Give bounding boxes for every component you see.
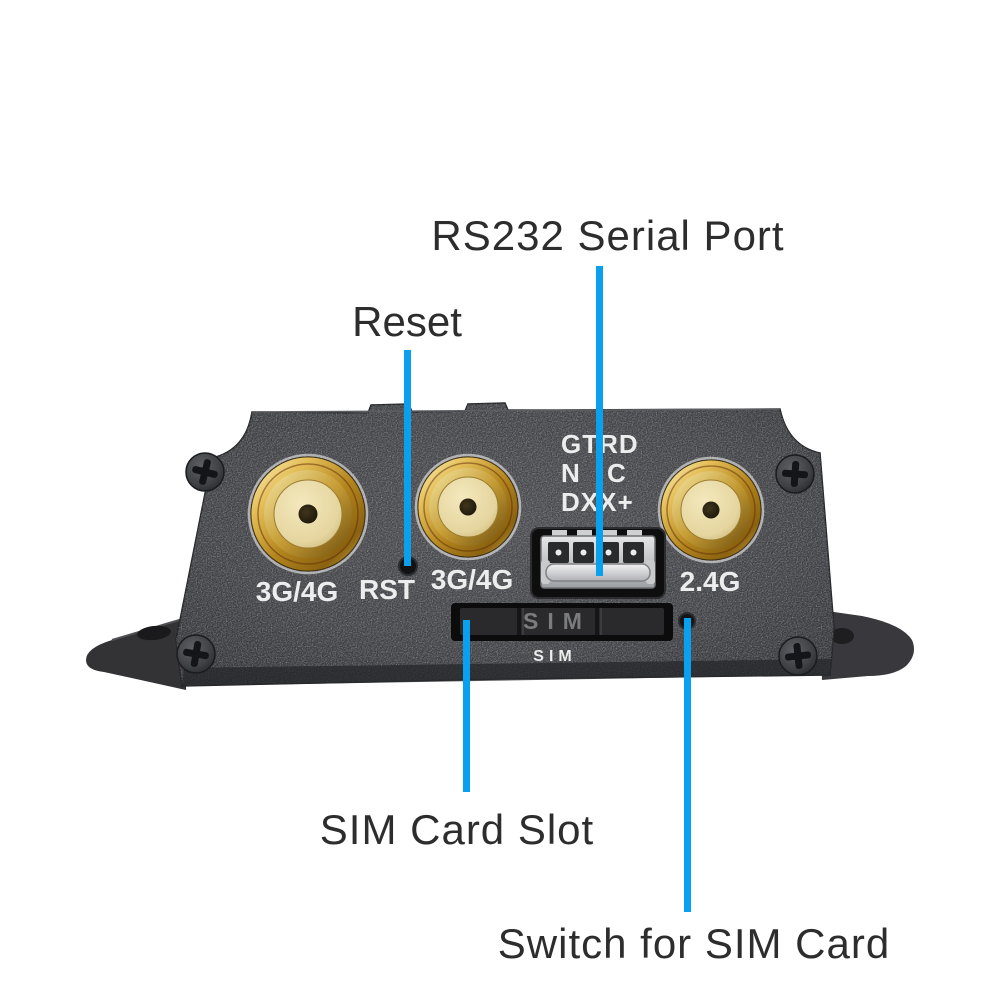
antenna-connector-right bbox=[657, 456, 765, 564]
callout-label-rs232: RS232 Serial Port bbox=[431, 212, 785, 259]
flange-slot-hole-left bbox=[137, 625, 171, 641]
antenna-label-right: 2.4G bbox=[679, 566, 741, 597]
callout-line-rs232 bbox=[596, 266, 603, 576]
antenna-connector-middle bbox=[414, 453, 522, 561]
serial-pin-row-2: N C bbox=[561, 458, 627, 488]
callout-line-reset bbox=[404, 350, 411, 566]
screw-bottom-right bbox=[778, 636, 818, 676]
callout-line-sim-slot bbox=[463, 620, 470, 792]
callout-label-sim-switch: Switch for SIM Card bbox=[497, 920, 891, 967]
antenna-label-middle: 3G/4G bbox=[430, 564, 514, 595]
mounting-flange-right bbox=[820, 610, 914, 680]
sim-caption: SIM bbox=[533, 648, 577, 665]
antenna-connector-left bbox=[247, 453, 369, 575]
sim-card-slot bbox=[451, 603, 673, 641]
callout-label-sim-slot: SIM Card Slot bbox=[319, 806, 595, 853]
callout-line-sim-switch bbox=[684, 618, 691, 912]
callout-label-reset: Reset bbox=[352, 298, 462, 345]
flange-hole-right bbox=[830, 628, 854, 644]
antenna-label-left: 3G/4G bbox=[255, 576, 339, 607]
screw-top-right bbox=[775, 454, 815, 494]
rst-label: RST bbox=[359, 574, 415, 605]
screw-top-left bbox=[185, 452, 225, 492]
mounting-flange-left bbox=[86, 617, 187, 690]
sim-tray-text: SIM bbox=[523, 608, 591, 634]
screw-bottom-left bbox=[176, 634, 216, 674]
